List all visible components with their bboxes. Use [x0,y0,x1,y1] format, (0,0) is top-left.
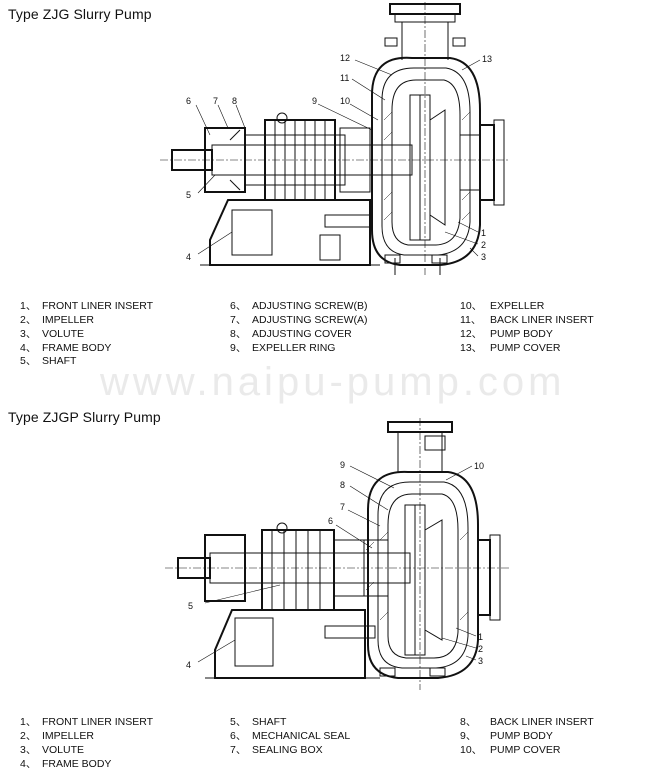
legend-item: 6、MECHANICAL SEAL [230,730,351,742]
shaft [177,552,411,584]
legend-item: 3、VOLUTE [20,328,85,340]
callout-9: 9 [340,460,345,470]
legend-item: 4、FRAME BODY [20,758,112,770]
frame-body [200,199,380,266]
frame-body [205,609,380,679]
callout-10: 10 [474,461,484,471]
shaft [171,144,413,176]
callout-6: 6 [328,516,333,526]
legend-item: 2、IMPELLER [20,730,94,742]
callout-6: 6 [186,96,191,106]
legend-item: 13、PUMP COVER [460,342,561,354]
suction-flange [477,534,501,621]
callout-1: 1 [478,632,483,642]
casing-bolts [384,254,448,275]
legend-item: 8、BACK LINER INSERT [460,716,594,728]
callout-10: 10 [340,96,350,106]
legend-item: 2、IMPELLER [20,314,94,326]
legend-item: 9、PUMP BODY [460,730,553,742]
impeller [404,504,443,656]
callout-8: 8 [340,480,345,490]
callout-13: 13 [482,54,492,64]
callout-4: 4 [186,660,191,670]
legend-item: 1、FRONT LINER INSERT [20,716,154,728]
callout-2: 2 [478,644,483,654]
casing-bolts [379,667,446,677]
callout-1: 1 [481,228,486,238]
zjg-pump-drawing: 1 2 3 4 5 6 7 8 9 10 11 12 13 [160,2,510,275]
zjgp-pump-drawing: 1 2 3 4 5 6 7 8 9 10 [165,418,510,690]
legend-item: 1、FRONT LINER INSERT [20,300,154,312]
legend-item: 7、SEALING BOX [230,744,323,756]
legend-item: 4、FRAME BODY [20,342,112,354]
legend-item: 5、SHAFT [20,355,77,367]
watermark: www.naipu-pump.com [100,360,566,404]
bearing-assembly [204,522,365,611]
callout-3: 3 [478,656,483,666]
legend-item: 10、PUMP COVER [460,744,561,756]
section-title-zjgp: Type ZJGP Slurry Pump [8,409,161,425]
callout-12: 12 [340,53,350,63]
section-title-zjg: Type ZJG Slurry Pump [8,6,152,22]
callout-7: 7 [340,502,345,512]
legend-item: 12、PUMP BODY [460,328,553,340]
legend-item: 8、ADJUSTING COVER [230,328,352,340]
discharge-flange [387,418,453,690]
legend-item: 6、ADJUSTING SCREW(B) [230,300,368,312]
bearing-assembly [204,112,371,201]
mechanical-seal [363,539,389,597]
legend-item: 3、VOLUTE [20,744,85,756]
callout-3: 3 [481,252,486,262]
legend-item: 5、SHAFT [230,716,287,728]
callout-4: 4 [186,252,191,262]
legend-item: 11、BACK LINER INSERT [460,314,594,326]
callouts: 1 2 3 4 5 6 7 8 9 10 [186,460,484,670]
callout-8: 8 [232,96,237,106]
callout-7: 7 [213,96,218,106]
callout-5: 5 [188,601,193,611]
callout-9: 9 [312,96,317,106]
pump-casing [371,56,481,266]
suction-flange [460,119,505,206]
callout-2: 2 [481,240,486,250]
discharge-flange [384,2,466,275]
impeller [409,94,446,241]
pump-casing [367,470,479,679]
legend-item: 9、EXPELLER RING [230,342,336,354]
callout-11: 11 [340,73,349,83]
legend-item: 7、ADJUSTING SCREW(A) [230,314,368,326]
legend-item: 10、EXPELLER [460,300,545,312]
callouts: 1 2 3 4 5 6 7 8 9 10 11 12 13 [186,53,492,262]
callout-5: 5 [186,190,191,200]
